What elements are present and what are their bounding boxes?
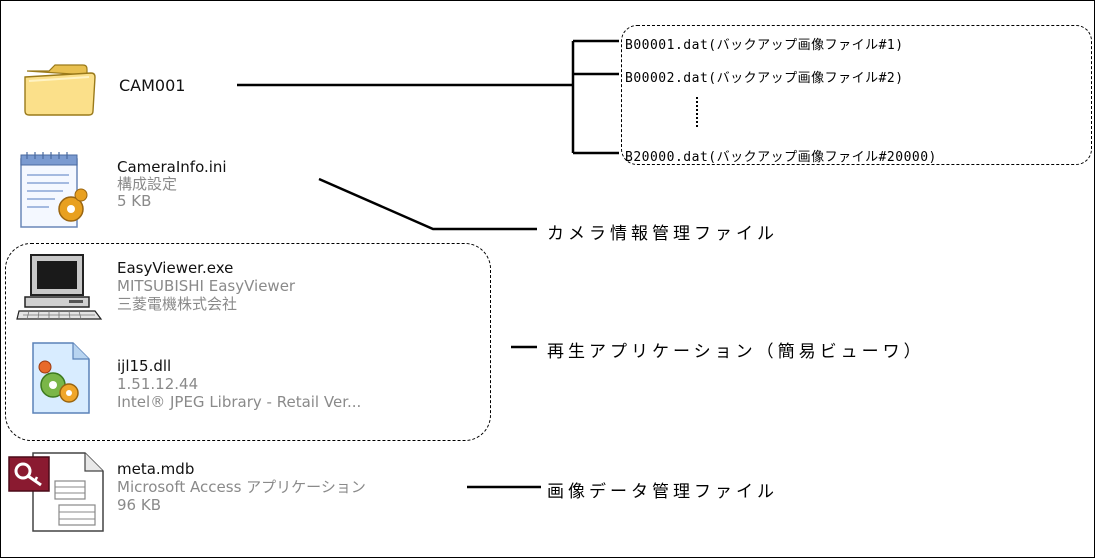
camera-info-size: 5 KB (117, 192, 152, 210)
computer-icon[interactable] (15, 253, 103, 325)
easyviewer-company: 三菱電機株式会社 (117, 295, 238, 313)
meta-mdb-type: Microsoft Access アプリケーション (117, 478, 366, 496)
folder-name[interactable]: CAM001 (119, 76, 186, 95)
meta-mdb-name[interactable]: meta.mdb (117, 460, 195, 478)
easyviewer-description: MITSUBISHI EasyViewer (117, 277, 296, 295)
camera-info-name[interactable]: CameraInfo.ini (117, 158, 227, 176)
dat-file-3[interactable]: B20000.dat(バックアップ画像ファイル#20000) (625, 150, 937, 165)
dat-file-1[interactable]: B00001.dat(バックアップ画像ファイル#1) (625, 38, 904, 53)
ini-settings-icon[interactable] (15, 151, 93, 235)
easyviewer-name[interactable]: EasyViewer.exe (117, 259, 234, 277)
player-app-group (5, 243, 491, 441)
access-db-icon[interactable] (7, 451, 107, 537)
dll-gear-icon[interactable] (29, 341, 99, 419)
dat-files-group (621, 25, 1092, 165)
callout-player-app: 再生アプリケーション（簡易ビューワ） (547, 342, 925, 362)
folder-icon[interactable] (23, 59, 99, 123)
callout-image-data: 画像データ管理ファイル (547, 482, 778, 502)
dat-file-2[interactable]: B00002.dat(バックアップ画像ファイル#2) (625, 71, 904, 86)
ijl15-description: Intel® JPEG Library - Retail Ver... (117, 393, 362, 411)
ijl15-version: 1.51.12.44 (117, 375, 199, 393)
ijl15-name[interactable]: ijl15.dll (117, 357, 172, 375)
meta-mdb-size: 96 KB (117, 496, 161, 514)
callout-camera-info: カメラ情報管理ファイル (547, 224, 778, 244)
camera-info-type: 構成設定 (117, 175, 178, 193)
